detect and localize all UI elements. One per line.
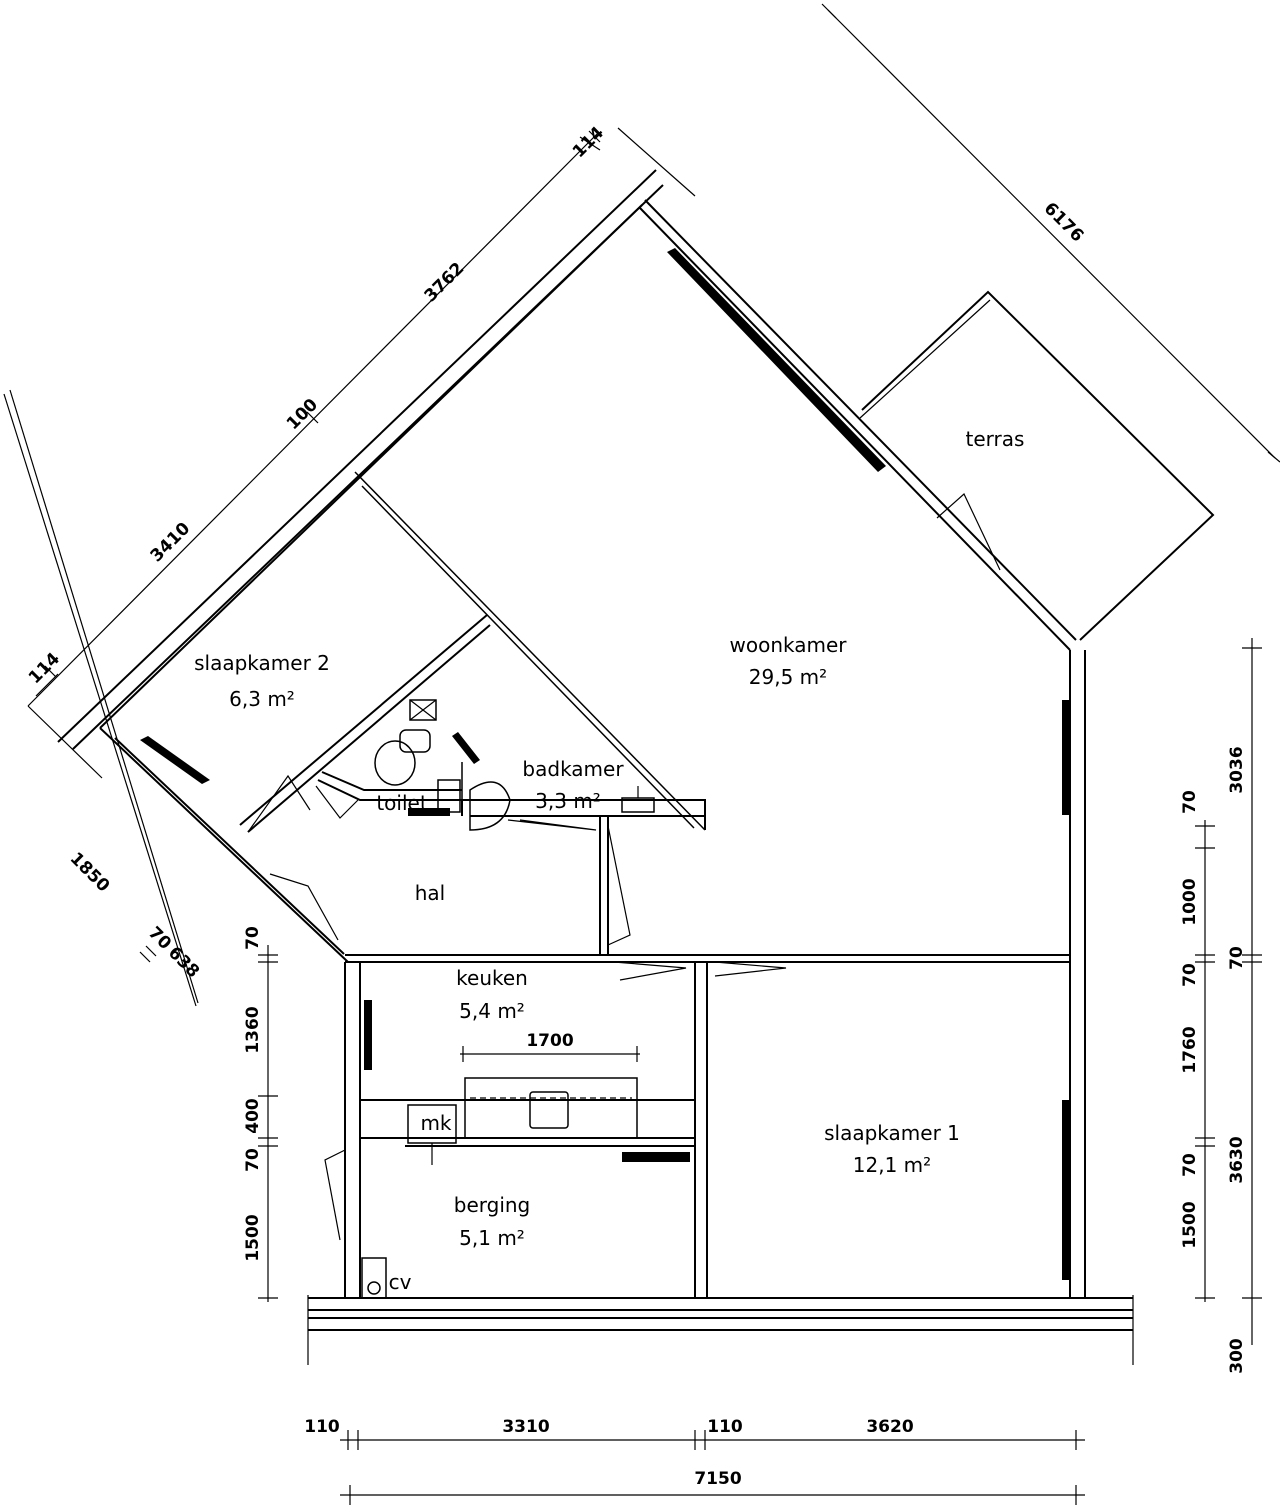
room-area-woonkamer: 29,5 m² [749,665,827,689]
dim-ri-70-b: 70 [1180,963,1200,987]
dim-left-638: 638 [164,943,203,982]
doors [247,493,1001,1241]
dim-ro-300: 300 [1227,1338,1247,1374]
dim-ro-3036: 3036 [1227,746,1247,793]
room-area-badkamer: 3,3 m² [535,789,601,813]
room-name-keuken: keuken [456,966,528,990]
room-name-terras: terras [966,427,1025,451]
fixture-label-cv: cv [389,1270,412,1294]
dim-top-3410: 3410 [147,519,195,567]
dim-ri-70-c: 70 [1180,1153,1200,1177]
room-name-woonkamer: woonkamer [729,633,847,657]
dim-lv-70-a: 70 [243,926,263,950]
dim-lv-400: 400 [243,1098,263,1134]
room-name-toilet: toilet [376,791,427,815]
dim-top-3762: 3762 [421,259,469,307]
room-name-slaapkamer-1: slaapkamer 1 [824,1121,960,1145]
dim-ri-1760: 1760 [1180,1026,1200,1073]
dim-ro-70: 70 [1227,946,1247,970]
dim-top-100: 100 [283,395,322,434]
dim-lv-1360: 1360 [243,1006,263,1053]
room-name-berging: berging [454,1193,531,1217]
dim-right-6176: 6176 [1040,199,1088,247]
room-area-slaapkamer-2: 6,3 m² [229,687,295,711]
room-labels: slaapkamer 2 6,3 m² woonkamer 29,5 m² ba… [194,427,1024,1294]
walls [57,169,1215,1331]
room-name-badkamer: badkamer [522,757,624,781]
dim-ri-70-a: 70 [1180,790,1200,814]
dim-ri-1000: 1000 [1180,878,1200,925]
dim-ro-3630: 3630 [1227,1136,1247,1183]
dimension-lines [3,3,1280,1505]
dim-top-114-lower: 114 [25,649,64,688]
room-name-hal: hal [415,881,446,905]
dim-bottom-110-a: 110 [304,1417,340,1437]
dim-kitchen-1700: 1700 [526,1031,573,1051]
dim-bottom-3620: 3620 [866,1417,913,1437]
room-name-slaapkamer-2: slaapkamer 2 [194,651,330,675]
dim-left-1850: 1850 [66,849,114,897]
room-area-slaapkamer-1: 12,1 m² [853,1153,931,1177]
dim-bottom-total-7150: 7150 [694,1469,741,1489]
room-area-berging: 5,1 m² [459,1226,525,1250]
fixture-label-mk: mk [420,1111,451,1135]
room-area-keuken: 5,4 m² [459,999,525,1023]
dim-lv-1500: 1500 [243,1214,263,1261]
fixtures [361,699,655,1299]
dim-bottom-3310: 3310 [502,1417,549,1437]
dim-lv-70-b: 70 [243,1148,263,1172]
windows [140,248,1070,1280]
dim-ri-1500: 1500 [1180,1201,1200,1248]
dim-bottom-110-b: 110 [707,1417,743,1437]
